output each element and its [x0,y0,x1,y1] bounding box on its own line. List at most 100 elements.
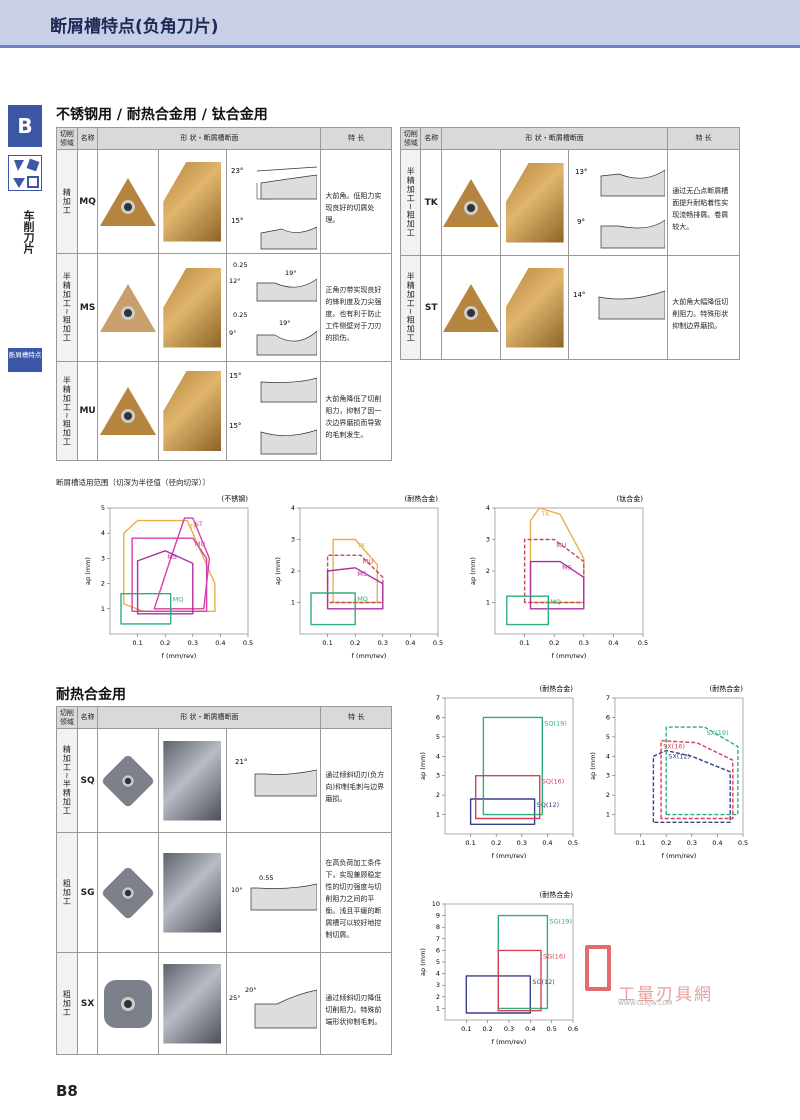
series-region [523,538,585,604]
chart-title: (钛合金) [617,494,644,503]
x-tick-label: 0.2 [350,639,360,647]
angle-label: 23° [231,167,243,175]
x-tick-label: 0.3 [517,839,527,847]
row-feature: 正角刃带实现良好的锋利度及刀尖强度。也有利于防止工件侧壁对于刀刃的损伤。 [320,253,392,362]
angle-label: 19° [279,319,291,327]
section-profile: 13° 9° [567,149,669,256]
y-tick-label: 5 [101,504,105,512]
x-tick-label: 0.1 [461,1025,471,1033]
series-label: TK [188,523,198,531]
y-tick-label: 7 [436,935,440,943]
section-profile: 23° 15° [226,149,322,254]
closeup-shape [163,161,222,242]
y-axis-label: ap (mm) [419,752,427,780]
insert-closeup [157,832,228,953]
y-tick-label: 2 [291,567,295,575]
section-title-1: 不锈钢用 / 耐热合金用 / 钛合金用 [56,107,268,123]
y-tick-label: 6 [606,713,610,721]
chart-title: (耐热合金) [540,684,574,693]
x-tick-label: 0.5 [433,639,443,647]
row-code: SX [76,952,99,1055]
x-tick-label: 0.1 [322,639,332,647]
series-region [310,592,356,626]
row-category: 粗加工 [56,832,78,953]
insert-shape [100,283,157,332]
y-tick-label: 4 [486,504,490,512]
series-label: MS [357,570,367,578]
closeup-shape [163,371,222,451]
width-label: 0.25 [233,311,247,319]
insert-image [97,149,159,254]
y-tick-label: 2 [606,791,610,799]
series-region [652,749,731,824]
angle-label: 14° [573,291,585,299]
y-tick-label: 1 [291,599,295,607]
section-profile: 21° [226,728,322,833]
series-label: SQ(16) [542,778,565,786]
y-tick-label: 2 [436,993,440,1001]
plot-frame [109,507,249,635]
series-label: ST [195,520,203,528]
y-tick-label: 7 [606,694,610,702]
insert-closeup [500,255,569,360]
insert-closeup [157,952,228,1055]
series-label: SG(19) [549,918,572,926]
insert-closeup [500,149,569,256]
x-tick-label: 0.5 [568,839,578,847]
x-tick-label: 0.1 [465,839,475,847]
angle-label: 9° [577,218,585,226]
table-row: 精加工 MQ 23° 15° 大前角。低阻力实现良好的切屑处理。 [56,149,392,254]
insert-image [97,952,159,1055]
x-tick-label: 0.5 [546,1025,556,1033]
y-axis-label: ap (mm) [589,752,597,780]
row-code: MQ [76,149,99,254]
insert-image [97,728,159,833]
insert-image [97,832,159,953]
series-label: SX(16) [663,743,685,751]
insert-hole [121,199,136,214]
x-tick-label: 0.3 [188,639,198,647]
col-feature: 特 长 [667,127,740,150]
y-axis-label: ap (mm) [274,557,282,585]
insert-closeup [157,361,228,461]
row-feature: 大前角大幅降低切削阻力。特殊形状抑制边界磨损。 [667,255,740,360]
series-region [465,975,532,1014]
watermark-url: WWW.GLRJW.COM [618,1000,673,1007]
y-tick-label: 1 [486,599,490,607]
x-tick-label: 0.2 [160,639,170,647]
x-axis-label: f (mm/rev) [492,1038,527,1046]
insert-shape [104,979,153,1028]
watermark-text: 工量刃具網 [618,985,713,1005]
plot-frame [299,507,439,635]
y-tick-label: 1 [101,605,105,613]
insert-hole [464,305,479,320]
series-region [482,716,544,816]
insert-shape [100,177,157,226]
y-tick-label: 3 [101,554,105,562]
insert-shape [100,865,156,920]
side-tab-chipbreaker[interactable]: 断屑槽特点 [8,348,42,372]
y-tick-label: 3 [291,536,295,544]
series-region [497,949,542,1012]
row-category: 精加工 [56,149,78,254]
closeup-shape [163,740,222,821]
x-axis-label: f (mm/rev) [552,652,587,660]
section-profile: 15° 15° [226,361,322,461]
watermark-logo [585,945,611,991]
angle-label: 25° [229,994,241,1002]
series-region [529,560,585,610]
col-shape: 形 状・断屑槽断面 [440,127,669,150]
row-feature: 大前角。低阻力实现良好的切屑处理。 [320,149,392,254]
insert-image [440,149,502,256]
x-tick-label: 0.3 [378,639,388,647]
x-tick-label: 0.4 [525,1025,535,1033]
series-label: MS [562,564,572,572]
closeup-shape [505,162,564,243]
y-tick-label: 1 [436,811,440,819]
table-right: 切削领域 名称 形 状・断屑槽断面 特 长 半精加工~粗加工 TK 13° 9°… [399,127,740,360]
x-axis-label: f (mm/rev) [162,652,197,660]
row-category: 半精加工~粗加工 [56,253,78,362]
y-tick-label: 5 [606,733,610,741]
